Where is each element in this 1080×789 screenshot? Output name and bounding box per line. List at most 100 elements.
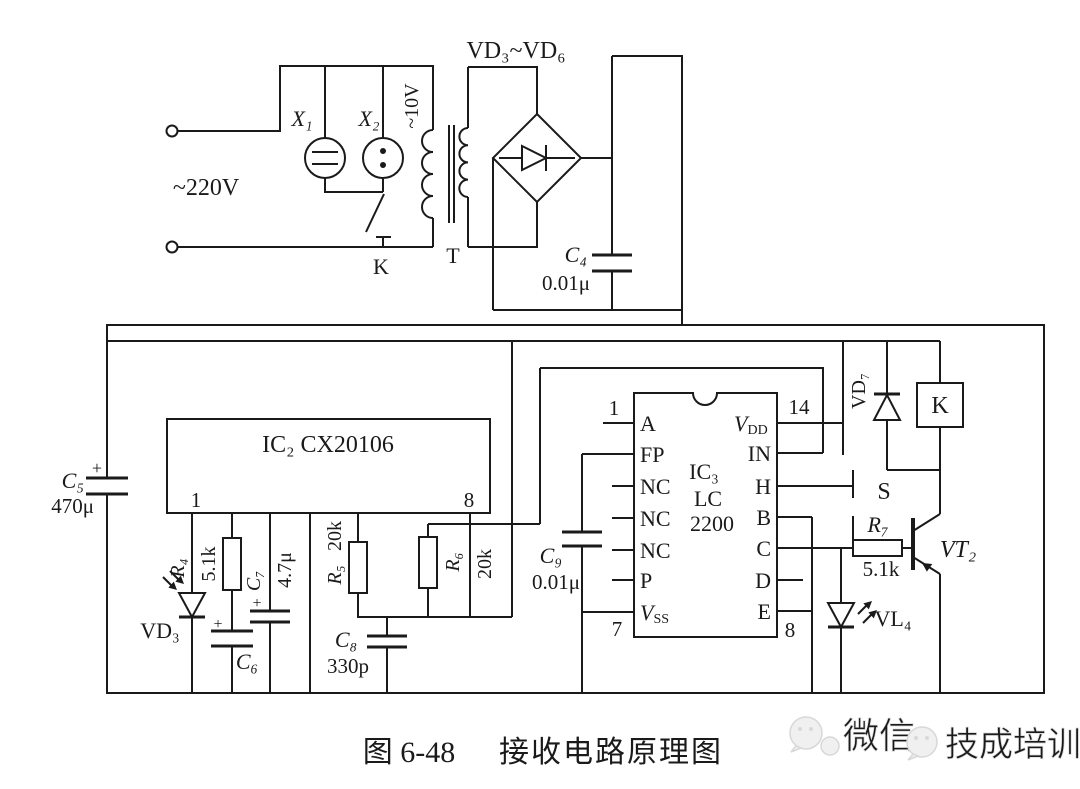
r5-name: R₅ bbox=[324, 565, 346, 585]
ic3-left-wires bbox=[581, 422, 634, 693]
bridge-rectifier-symbol bbox=[491, 112, 583, 204]
watermark-brand-text: 技成培训 bbox=[945, 725, 1080, 765]
ic3-pin-vdd: VDD bbox=[734, 411, 768, 438]
relay-k-box bbox=[916, 382, 964, 428]
transformer-secondary-coil bbox=[458, 127, 469, 198]
ic2-pin1-number: 1 bbox=[191, 488, 202, 512]
ic2-pin-wires bbox=[191, 341, 824, 693]
c4-value: 0.01μ bbox=[542, 271, 590, 295]
capacitor-c4-symbol bbox=[592, 253, 632, 273]
resistor-r5-symbol bbox=[348, 541, 368, 594]
ic3-pin-d: D bbox=[755, 568, 771, 593]
vl4-led-icon bbox=[826, 601, 877, 630]
ic3-num1: 1 bbox=[609, 396, 620, 420]
caption-figure-number: 图 6-48 bbox=[363, 736, 456, 769]
switch-s-label: S bbox=[877, 479, 890, 505]
ic3-num8: 8 bbox=[785, 618, 796, 642]
vss-sub: SS bbox=[653, 612, 669, 627]
r4-value: 5.1k bbox=[198, 547, 220, 582]
ic3-num14: 14 bbox=[789, 395, 811, 419]
resistor-r7-symbol bbox=[852, 539, 903, 557]
ic3-pin-p: P bbox=[640, 568, 652, 593]
r6-name: R₆ bbox=[442, 552, 464, 572]
r7-name: R₇ bbox=[866, 512, 888, 537]
input-terminals bbox=[165, 124, 179, 254]
vdd-main: V bbox=[734, 411, 750, 436]
capacitor-c5-symbol bbox=[86, 476, 128, 496]
c5-plus: + bbox=[92, 458, 102, 478]
ic3-pin-h: H bbox=[755, 474, 771, 499]
terminal-top bbox=[165, 124, 179, 138]
ic3-pin-nc2: NC bbox=[640, 506, 671, 531]
ic2-box bbox=[166, 418, 491, 514]
transformer-label: T bbox=[446, 243, 460, 268]
ic3-pin-a: A bbox=[640, 411, 656, 436]
vdd-sub: DD bbox=[747, 423, 767, 438]
vss-main: V bbox=[640, 600, 656, 625]
ic3-pin-e: E bbox=[758, 599, 771, 624]
c8-name: C₈ bbox=[335, 627, 357, 652]
caption-title: 接收电路原理图 bbox=[499, 736, 723, 769]
mains-voltage-label: ~220V bbox=[173, 175, 240, 201]
socket-x2-label: X₂ bbox=[357, 106, 379, 131]
ic3-pin-c: C bbox=[756, 536, 771, 561]
socket-x1-symbol bbox=[304, 137, 346, 179]
ic3-pin-nc1: NC bbox=[640, 474, 671, 499]
vd7-label: VD₇ bbox=[848, 373, 870, 409]
ic3-pin-nc3: NC bbox=[640, 538, 671, 563]
ic2-label: IC₂ CX20106 bbox=[262, 432, 394, 458]
resistor-r6-symbol bbox=[418, 536, 438, 589]
vd3-label: VD₃ bbox=[140, 618, 179, 643]
ic3-name: IC₃ bbox=[689, 459, 719, 484]
vd7-diode-icon bbox=[872, 392, 902, 421]
ic3-right-wires bbox=[777, 341, 941, 693]
c6-plus: + bbox=[213, 616, 222, 633]
vl4-label: VL₄ bbox=[875, 606, 912, 631]
ic3-line2: LC bbox=[694, 486, 722, 511]
r4-name: R₄ bbox=[167, 558, 189, 578]
socket-x2-symbol bbox=[362, 137, 404, 179]
c5-value: 470μ bbox=[51, 494, 94, 518]
ic3-pin-in: IN bbox=[748, 441, 771, 466]
watermark: 微信 技成培训 bbox=[789, 716, 1080, 765]
wechat-logo-icon bbox=[906, 726, 938, 761]
capacitor-c7-symbol bbox=[250, 609, 290, 624]
upper-circuit-wires bbox=[177, 55, 683, 325]
lower-circuit-frame bbox=[106, 324, 1045, 694]
capacitor-c9-symbol bbox=[562, 530, 602, 548]
transformer-primary-coil bbox=[421, 129, 434, 219]
resistor-r4-symbol bbox=[222, 537, 242, 591]
capacitor-c8-symbol bbox=[367, 634, 407, 649]
ic2-pin8-number: 8 bbox=[464, 488, 475, 512]
secondary-voltage-label: ~10V bbox=[401, 83, 423, 129]
wechat-logo-icon bbox=[789, 716, 840, 756]
ic3-pin-vss: VSS bbox=[640, 600, 669, 627]
transformer-symbol bbox=[421, 125, 469, 223]
terminal-bottom bbox=[165, 240, 179, 254]
c5-name: C₅ bbox=[62, 468, 84, 493]
watermark-wechat-text: 微信 bbox=[843, 716, 915, 757]
r5-value: 20k bbox=[324, 521, 346, 551]
c9-value: 0.01μ bbox=[532, 570, 580, 594]
c7-value: 4.7μ bbox=[274, 552, 296, 588]
switch-k-label: K bbox=[373, 254, 389, 279]
c4-name: C₄ bbox=[565, 242, 587, 267]
c7-plus: + bbox=[252, 595, 261, 612]
bridge-label: VD₃~VD₆ bbox=[466, 38, 565, 64]
relay-k-label: K bbox=[931, 393, 949, 419]
r6-value: 20k bbox=[474, 549, 496, 579]
vd3-photodiode-icon bbox=[162, 570, 207, 620]
c8-value: 330p bbox=[327, 654, 369, 678]
r7-value: 5.1k bbox=[863, 557, 900, 581]
ic3-num7: 7 bbox=[612, 617, 623, 641]
ic3-pin-b: B bbox=[756, 505, 771, 530]
c6-name: C₆ bbox=[236, 649, 258, 674]
vt2-label: VT₂ bbox=[940, 537, 976, 563]
capacitor-c6-symbol bbox=[211, 629, 253, 648]
socket-x1-label: X₁ bbox=[290, 106, 312, 131]
ic3-line3: 2200 bbox=[690, 511, 734, 536]
c7-name: C₇ bbox=[243, 571, 265, 591]
c9-name: C₉ bbox=[540, 543, 562, 568]
